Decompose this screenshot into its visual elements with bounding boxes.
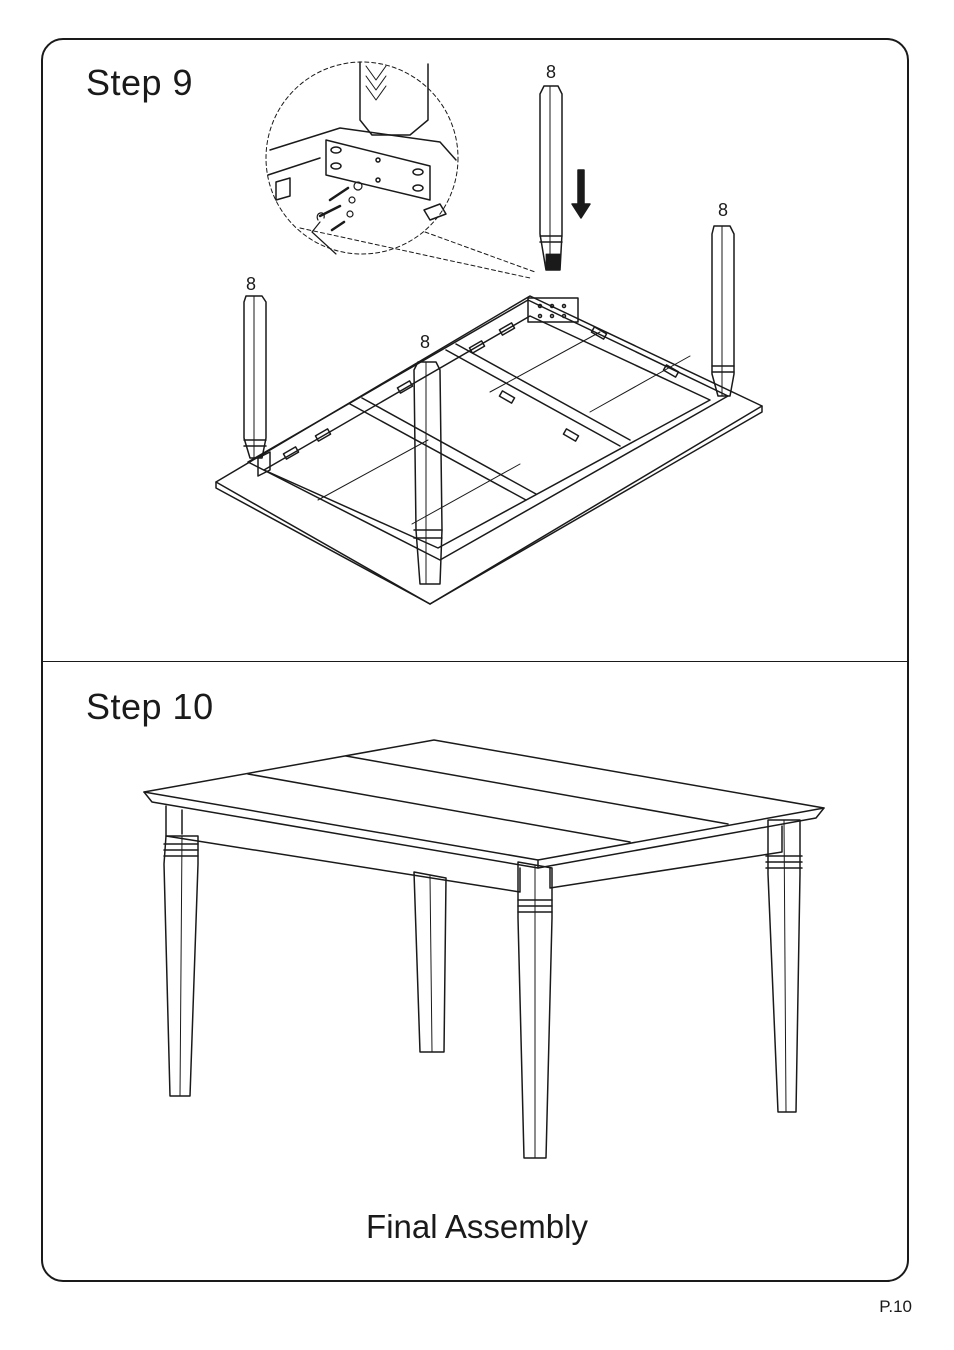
table-leg-front-left (164, 836, 198, 1096)
leg-left (244, 296, 266, 458)
tabletop-underside (216, 296, 762, 604)
detail-callout (266, 62, 535, 278)
down-arrow-icon (572, 170, 590, 218)
table-leg-back (414, 872, 446, 1052)
leg-top-inserting (540, 86, 562, 270)
page-number: P.10 (879, 1297, 912, 1317)
table-leg-front-right (766, 820, 802, 1112)
bolt-hardware (312, 182, 362, 254)
step-9-illustration: 8 8 8 8 (216, 62, 762, 604)
leg-qty-label: 8 (546, 62, 556, 82)
table-leg-front-center (518, 862, 552, 1158)
leg-front (414, 362, 442, 584)
leg-right (712, 226, 734, 396)
leg-qty-label: 8 (420, 332, 430, 352)
leg-qty-label: 8 (246, 274, 256, 294)
final-assembly-caption: Final Assembly (0, 1208, 954, 1246)
step-10-illustration (144, 740, 824, 1158)
leg-qty-label: 8 (718, 200, 728, 220)
